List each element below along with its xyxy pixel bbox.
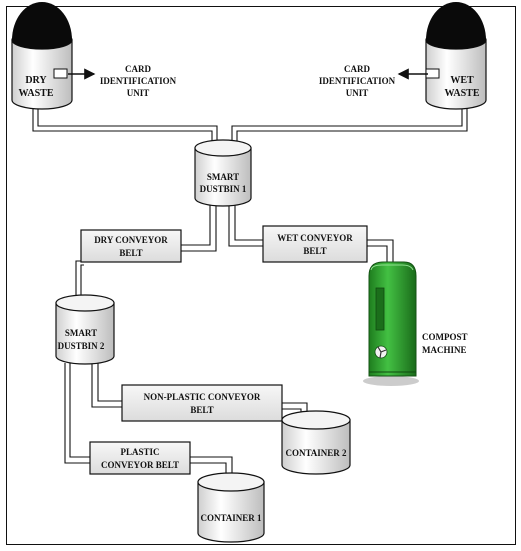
right-card-label-2: IDENTIFICATION	[319, 76, 396, 86]
container-2-label: CONTAINER 2	[285, 448, 347, 458]
dry-conveyor-label-2: BELT	[119, 248, 142, 258]
smart-dustbin-1-label-2: DUSTBIN 1	[200, 184, 247, 194]
compost-machine	[363, 261, 419, 386]
compost-label-2: MACHINE	[422, 345, 467, 355]
non-plastic-conveyor-label-2: BELT	[190, 405, 213, 415]
plastic-conveyor-belt: PLASTIC CONVEYOR BELT	[89, 441, 191, 475]
diagram-frame	[6, 6, 516, 545]
pipes	[32, 108, 468, 476]
smart-dustbin-1-label-1: SMART	[207, 172, 239, 182]
wet-bin-label-2: WASTE	[444, 88, 479, 99]
non-plastic-conveyor-belt: NON-PLASTIC CONVEYOR BELT	[121, 384, 283, 422]
smart-dustbin-2: SMART DUSTBIN 2	[55, 294, 115, 365]
right-card-label-3: UNIT	[346, 88, 369, 98]
container-1-label: CONTAINER 1	[200, 513, 262, 523]
compost-panel	[375, 287, 385, 331]
container-2: CONTAINER 2	[281, 410, 351, 475]
wet-bin-label-1: WET	[450, 75, 474, 86]
smart-dustbin-2-label-2: DUSTBIN 2	[58, 341, 105, 351]
dry-conveyor-label-1: DRY CONVEYOR	[94, 235, 168, 245]
smart-dustbin-1: SMART DUSTBIN 1	[194, 139, 252, 207]
dry-bin-label-2: WASTE	[18, 88, 53, 99]
bin-lid	[426, 2, 486, 49]
left-card-label-2: IDENTIFICATION	[100, 76, 177, 86]
compost-machine-label: COMPOST MACHINE	[422, 332, 468, 355]
card-slot	[53, 68, 68, 79]
left-card-label-3: UNIT	[127, 88, 150, 98]
dry-waste-bin: DRY WASTE	[11, 2, 73, 110]
right-card-identification-unit: CARD IDENTIFICATION UNIT	[319, 64, 396, 98]
wet-conveyor-label-1: WET CONVEYOR	[277, 233, 353, 243]
non-plastic-conveyor-label-1: NON-PLASTIC CONVEYOR	[144, 392, 261, 402]
smart-dustbin-2-label-1: SMART	[65, 328, 97, 338]
plastic-conveyor-label-1: PLASTIC	[120, 447, 159, 457]
right-card-label-1: CARD	[344, 64, 370, 74]
compost-label-1: COMPOST	[422, 332, 468, 342]
dry-conveyor-belt: DRY CONVEYOR BELT	[80, 229, 182, 263]
container-1: CONTAINER 1	[197, 472, 265, 543]
bin-lid	[12, 2, 72, 49]
wet-waste-bin: WET WASTE	[425, 2, 487, 110]
dry-bin-label-1: DRY	[25, 75, 47, 86]
wet-conveyor-label-2: BELT	[303, 246, 326, 256]
left-card-label-1: CARD	[125, 64, 151, 74]
plastic-conveyor-label-2: CONVEYOR BELT	[101, 460, 179, 470]
wet-conveyor-belt: WET CONVEYOR BELT	[262, 225, 368, 263]
left-card-identification-unit: CARD IDENTIFICATION UNIT	[100, 64, 177, 98]
